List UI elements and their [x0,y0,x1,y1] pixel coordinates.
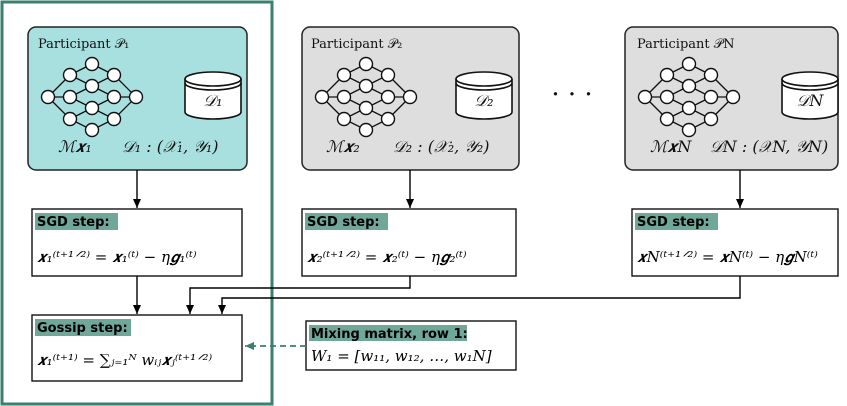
network-node [703,89,719,105]
sgd-step-n-title: SGD step: [637,215,710,230]
dataset-2-icon-label: 𝒟₂ [474,91,493,110]
dataset-n-icon-label: 𝒟N [797,91,825,110]
arrow-sgd2-to-gossip [186,276,411,314]
mixing-matrix-equation: W₁ = [w₁₁, w₁₂, …, w₁N] [311,347,492,365]
network-node [336,89,352,105]
model-2-label: ℳ𝒙₂ [326,137,360,156]
gossip-step-equation: 𝒙₁⁽ᵗ⁺¹⁾ = ∑ⱼ₌₁ᴺ wᵢⱼ𝒙ⱼ⁽ᵗ⁺¹ᐟ²⁾ [37,351,212,369]
network-node [358,56,374,72]
model-1-label: ℳ𝒙₁ [58,137,92,156]
network-node [106,67,122,83]
network-node [703,67,719,83]
network-node [62,111,78,127]
sgd-step-2-title: SGD step: [307,215,380,230]
participant-2-panel: Participant 𝒫₂ 𝒟₂ ℳ𝒙₂ 𝒟₂ : (𝒳₂, 𝒴₂) [301,26,520,171]
ellipsis: · · · [551,80,592,110]
network-node [84,78,100,94]
network-node [84,100,100,116]
network-node [106,111,122,127]
database-icon: 𝒟₂ [455,71,513,120]
network-node [62,89,78,105]
network-node [681,100,697,116]
network-node [358,78,374,94]
network-node [40,89,56,105]
network-node [402,89,418,105]
sgd-step-box-1: SGD step: 𝒙₁⁽ᵗ⁺¹ᐟ²⁾ = 𝒙₁⁽ᵗ⁾ − η𝒈₁⁽ᵗ⁾ [31,208,243,277]
sgd-step-1-title: SGD step: [37,215,110,230]
network-node [659,89,675,105]
model-n-label: ℳ𝒙N [650,137,692,156]
network-node [84,56,100,72]
sgd-step-box-n: SGD step: 𝒙N⁽ᵗ⁺¹ᐟ²⁾ = 𝒙N⁽ᵗ⁾ − η𝒈N⁽ᵗ⁾ [631,208,839,277]
participant-1-panel: Participant 𝒫₁ 𝒟₁ ℳ𝒙₁ 𝒟₁ : (𝒳₁, 𝒴₁) [27,26,248,171]
dataset-2-definition: 𝒟₂ : (𝒳₂, 𝒴₂) [393,137,490,156]
network-node [659,111,675,127]
network-node [358,122,374,138]
dataset-n-definition: 𝒟N : (𝒳N, 𝒴N) [710,137,828,156]
network-node [681,56,697,72]
network-node [380,67,396,83]
sgd-step-2-equation: 𝒙₂⁽ᵗ⁺¹ᐟ²⁾ = 𝒙₂⁽ᵗ⁾ − η𝒈₂⁽ᵗ⁾ [307,248,467,266]
participant-1-label: Participant 𝒫₁ [38,37,129,52]
network-node [336,111,352,127]
database-icon: 𝒟₁ [184,71,242,120]
sgd-step-n-equation: 𝒙N⁽ᵗ⁺¹ᐟ²⁾ = 𝒙N⁽ᵗ⁾ − η𝒈N⁽ᵗ⁾ [637,248,818,266]
network-node [637,89,653,105]
network-node [106,89,122,105]
mixing-matrix-box: Mixing matrix, row 1: W₁ = [w₁₁, w₁₂, …,… [305,320,517,371]
participant-n-panel: Participant 𝒫N 𝒟N ℳ𝒙N 𝒟N : (𝒳N, 𝒴N) [624,26,839,171]
network-node [358,100,374,116]
dataset-1-icon-label: 𝒟₁ [203,91,222,110]
participant-2-label: Participant 𝒫₂ [311,37,402,52]
network-node [62,67,78,83]
database-icon: 𝒟N [781,71,839,120]
neural-network-icon [314,56,418,138]
network-node [725,89,741,105]
neural-network-icon [40,56,144,138]
participant-1-column-frame [0,0,274,406]
mixing-matrix-title: Mixing matrix, row 1: [311,327,468,342]
gossip-step-title: Gossip step: [37,321,128,336]
gossip-step-box: Gossip step: 𝒙₁⁽ᵗ⁺¹⁾ = ∑ⱼ₌₁ᴺ wᵢⱼ𝒙ⱼ⁽ᵗ⁺¹ᐟ²… [31,314,243,382]
network-node [681,122,697,138]
sgd-step-box-2: SGD step: 𝒙₂⁽ᵗ⁺¹ᐟ²⁾ = 𝒙₂⁽ᵗ⁾ − η𝒈₂⁽ᵗ⁾ [301,208,517,277]
network-node [314,89,330,105]
network-node [128,89,144,105]
network-node [681,78,697,94]
arrow-sgdn-to-gossip [218,276,741,314]
neural-network-icon [637,56,741,138]
network-node [703,111,719,127]
network-node [336,67,352,83]
dataset-1-definition: 𝒟₁ : (𝒳₁, 𝒴₁) [122,137,219,156]
network-node [659,67,675,83]
network-node [380,89,396,105]
participant-n-label: Participant 𝒫N [637,37,735,52]
sgd-step-1-equation: 𝒙₁⁽ᵗ⁺¹ᐟ²⁾ = 𝒙₁⁽ᵗ⁾ − η𝒈₁⁽ᵗ⁾ [37,248,197,266]
network-node [380,111,396,127]
network-node [84,122,100,138]
